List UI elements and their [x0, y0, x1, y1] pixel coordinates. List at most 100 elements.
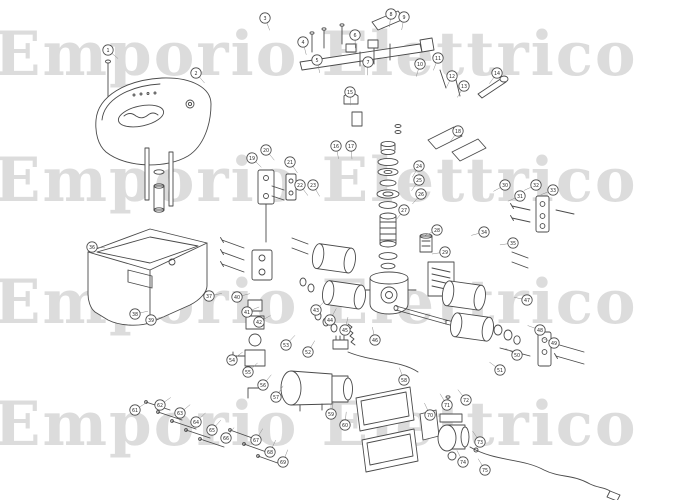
callout-number: 35 [510, 241, 516, 247]
callout-46 [369, 334, 381, 346]
callout-number: 66 [223, 436, 229, 442]
callout-number: 9 [402, 15, 405, 21]
bracket-right-bottom [499, 331, 585, 367]
callout-number: 69 [280, 460, 286, 466]
callout-10 [414, 58, 426, 70]
cover-lid [95, 77, 212, 166]
callout-54 [226, 354, 238, 366]
callout-38 [129, 308, 141, 320]
callout-number: 12 [449, 74, 455, 80]
callout-6 [349, 29, 361, 41]
callout-64 [190, 416, 202, 428]
callout-75 [479, 464, 491, 476]
callout-number: 38 [132, 312, 138, 318]
callout-4 [297, 36, 309, 48]
callout-20 [260, 144, 272, 156]
callout-number: 6 [353, 33, 356, 39]
callout-44 [324, 314, 336, 326]
callout-number: 36 [89, 245, 95, 251]
terminal-block [332, 335, 419, 373]
callout-number: 41 [244, 310, 250, 316]
callout-68 [264, 446, 276, 458]
callout-31 [514, 190, 526, 202]
callout-number: 50 [514, 353, 520, 359]
callout-number: 8 [389, 12, 392, 18]
callout-number: 31 [517, 194, 523, 200]
callout-number: 11 [435, 56, 441, 62]
cap-small [343, 92, 402, 134]
callout-27 [398, 204, 410, 216]
callout-number: 14 [494, 71, 500, 77]
callout-47 [521, 294, 533, 306]
callout-60 [339, 419, 351, 431]
callout-42 [253, 316, 265, 328]
callout-number: 21 [287, 160, 293, 166]
callout-number: 34 [481, 230, 487, 236]
callout-28 [431, 224, 443, 236]
motor-bottom-right [437, 395, 470, 461]
callout-40 [231, 291, 243, 303]
callout-number: 23 [310, 183, 316, 189]
top-manifold [299, 23, 461, 97]
callout-number: 27 [401, 208, 407, 214]
callout-9 [398, 11, 410, 23]
callout-number: 40 [234, 295, 240, 301]
callout-number: 47 [524, 298, 530, 304]
callout-number: 59 [328, 412, 334, 418]
callout-7 [362, 56, 374, 68]
callout-67 [250, 434, 262, 446]
callout-43 [310, 304, 322, 316]
callout-number: 42 [256, 320, 262, 326]
cylinder-right-pair [441, 280, 521, 345]
callout-number: 63 [177, 411, 183, 417]
callout-25 [413, 174, 425, 186]
callout-number: 49 [551, 341, 557, 347]
callout-number: 64 [193, 420, 199, 426]
callout-number: 46 [372, 338, 378, 344]
callout-number: 53 [283, 343, 289, 349]
callout-37 [203, 290, 215, 302]
callout-number: 18 [455, 129, 461, 135]
callout-61 [129, 404, 141, 416]
callout-number: 16 [333, 144, 339, 150]
callout-63 [174, 407, 186, 419]
callout-73 [474, 436, 486, 448]
callout-35 [507, 237, 519, 249]
callout-14 [491, 67, 503, 79]
screws-mid-left [220, 237, 245, 273]
callout-number: 75 [482, 468, 488, 474]
callout-21 [284, 156, 296, 168]
callout-number: 68 [267, 450, 273, 456]
callout-number: 30 [502, 183, 508, 189]
callout-number: 20 [263, 148, 269, 154]
callout-30 [499, 179, 511, 191]
screw-top-left [105, 59, 111, 103]
callout-number: 13 [461, 84, 467, 90]
wedge-plates [427, 126, 487, 162]
callout-number: 37 [206, 294, 212, 300]
callout-52 [302, 346, 314, 358]
valve-stack [376, 140, 400, 270]
callout-number: 72 [463, 398, 469, 404]
callout-number: 7 [366, 60, 369, 66]
callout-62 [154, 399, 166, 411]
callout-number: 51 [497, 368, 503, 374]
callout-22 [294, 179, 306, 191]
callout-18 [452, 125, 464, 137]
callout-32 [530, 179, 542, 191]
callout-72 [460, 394, 472, 406]
motor-assembly [247, 370, 353, 412]
callout-33 [547, 184, 559, 196]
callout-number: 4 [301, 40, 304, 46]
callout-number: 32 [533, 183, 539, 189]
callout-13 [458, 80, 470, 92]
callout-53 [280, 339, 292, 351]
callout-12 [446, 70, 458, 82]
callout-number: 43 [313, 308, 319, 314]
callout-number: 57 [273, 395, 279, 401]
callout-23 [307, 179, 319, 191]
callout-58 [398, 374, 410, 386]
callout-41 [241, 306, 253, 318]
callout-number: 44 [327, 318, 333, 324]
